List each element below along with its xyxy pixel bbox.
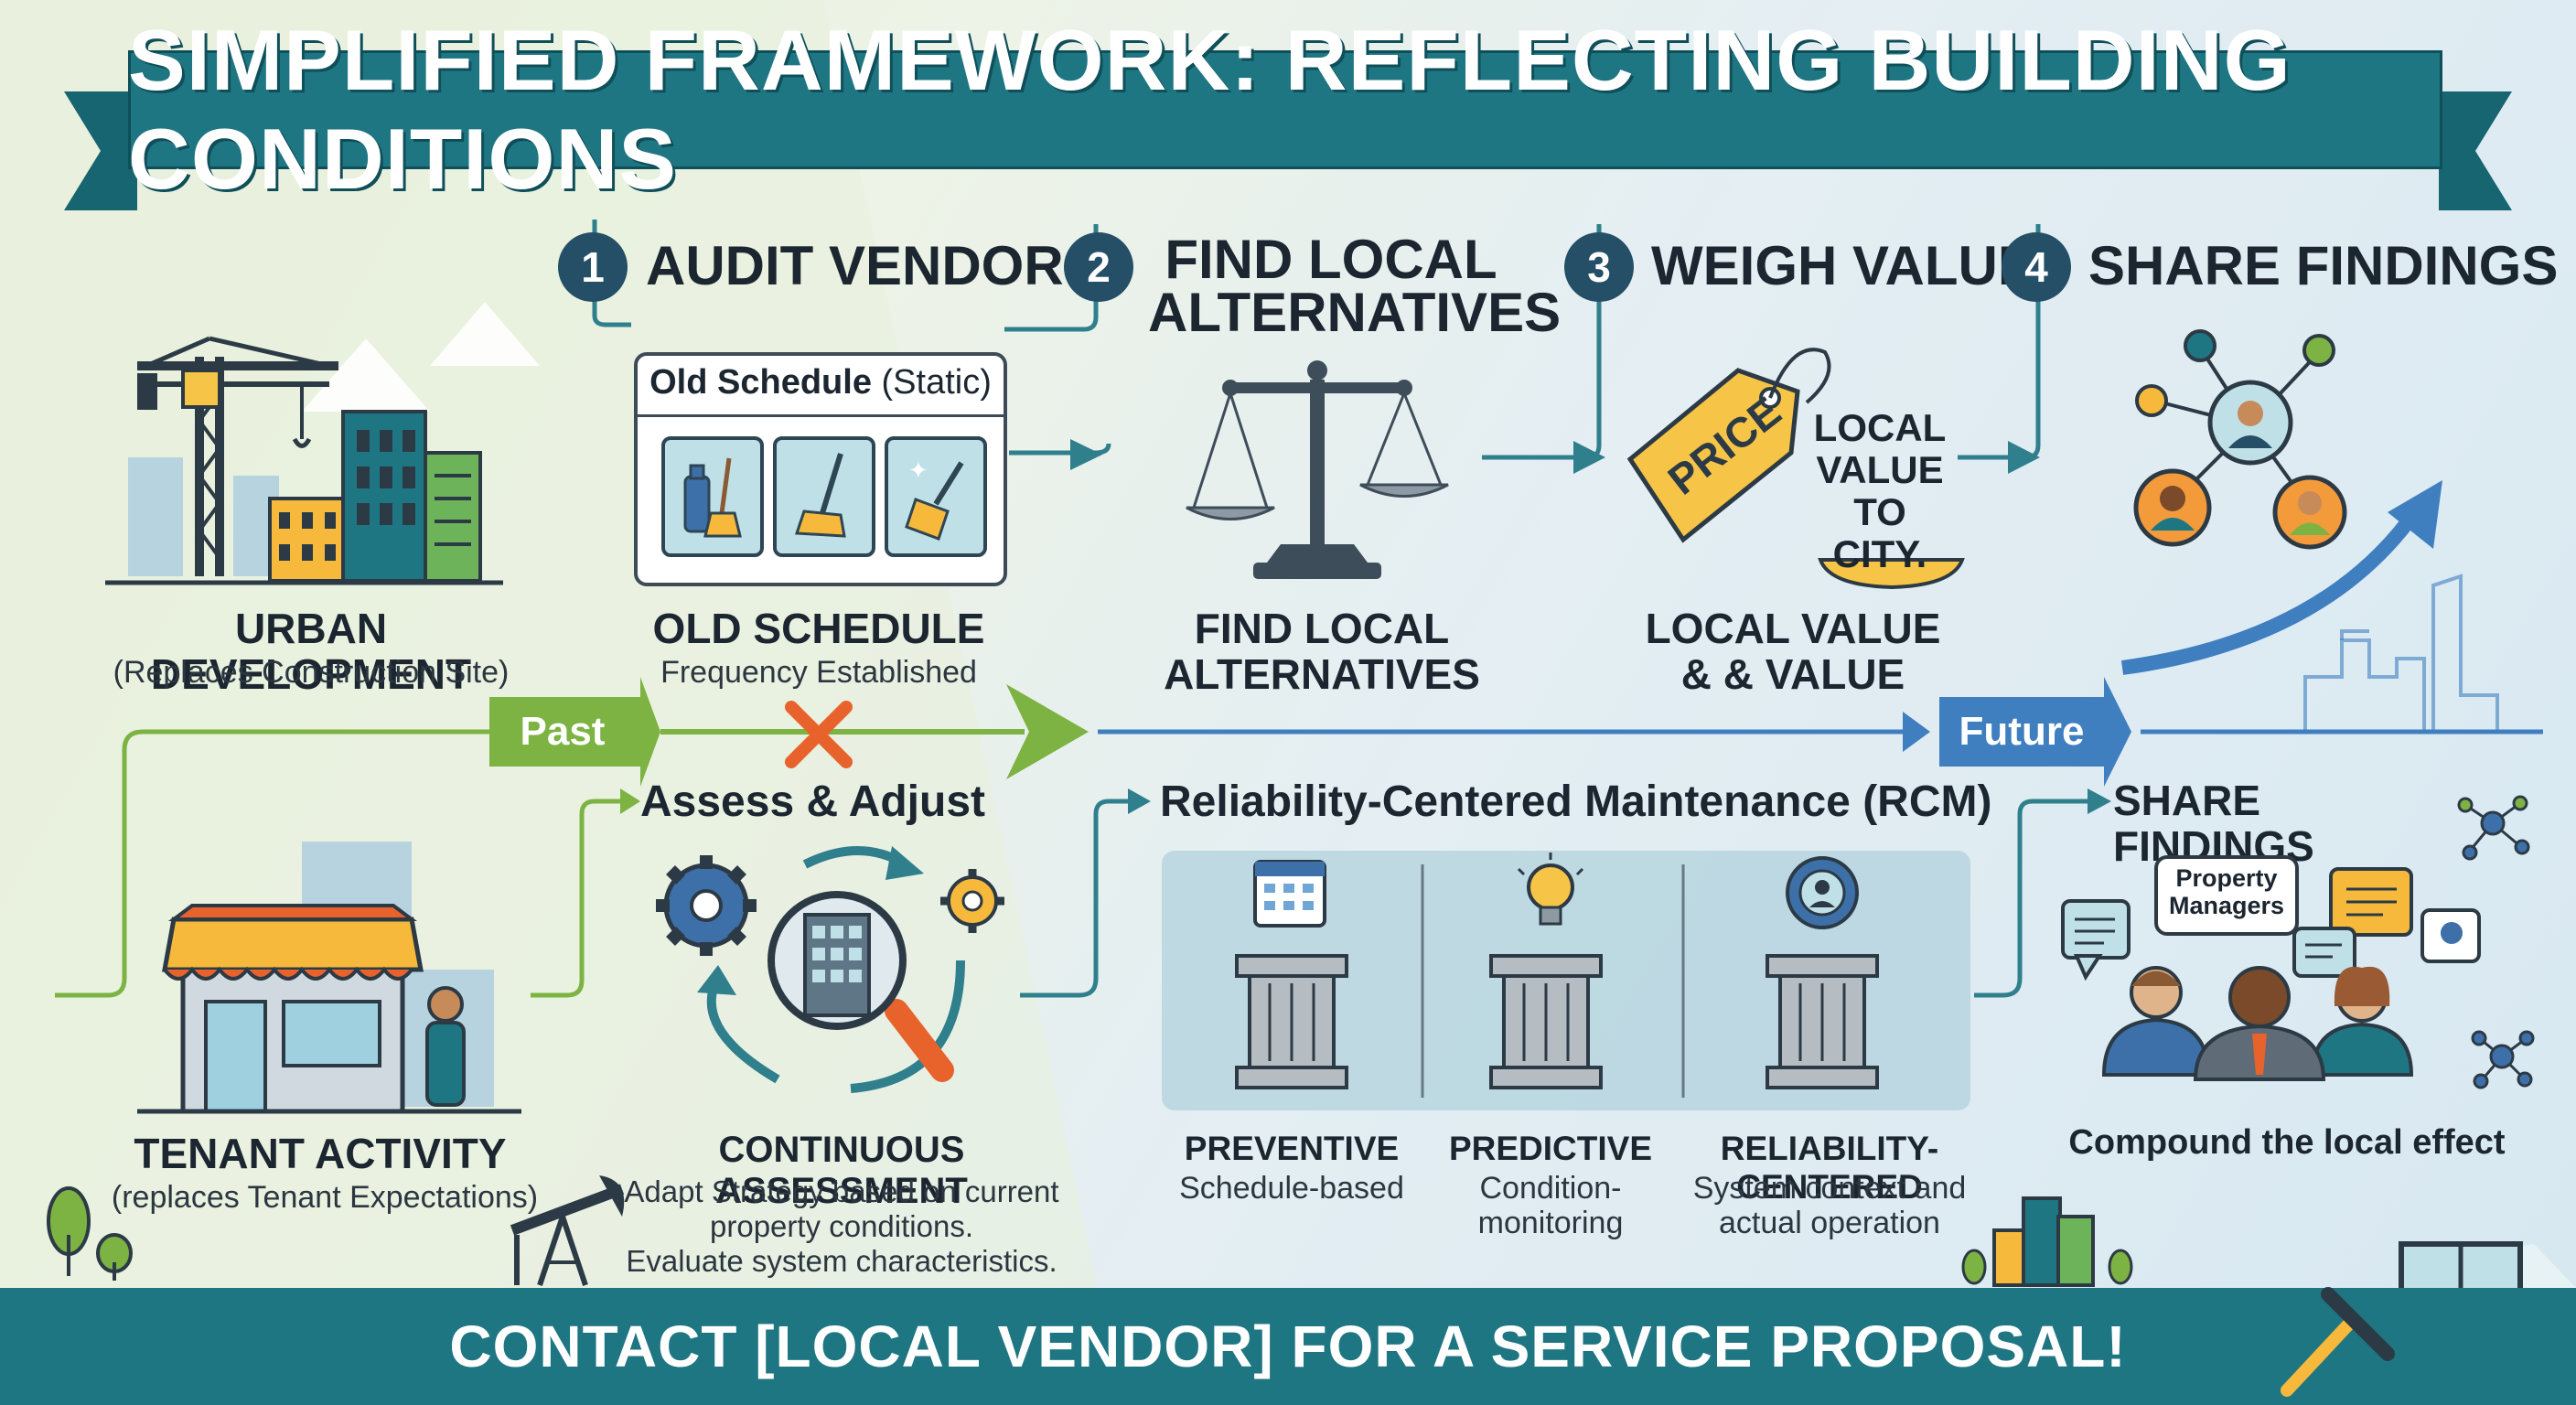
rcm-reliability-title: RELIABILITY-CENTERED	[1720, 1130, 1939, 1206]
step-2-badge: 2	[1064, 232, 1133, 302]
rcm-preventive-subtitle: Schedule-based	[1179, 1171, 1404, 1206]
sparkle-broom-icon: ✦	[885, 436, 987, 557]
page-title: SIMPLIFIED FRAMEWORK: REFLECTING BUILDIN…	[128, 12, 2292, 207]
rcm-reliability-sub1: System context and	[1692, 1171, 1967, 1206]
tree-icon	[47, 1186, 133, 1281]
rcm-pillars-graphic	[1235, 853, 1879, 1098]
find-local-line2: ALTERNATIVES	[1164, 650, 1480, 698]
rcm-reliability-sub2: actual operation	[1719, 1206, 1940, 1240]
city-buildings-icon	[1961, 1196, 2133, 1287]
step-1-title: AUDIT VENDORS	[646, 235, 1100, 296]
step-2-title-line1: FIND LOCAL	[1165, 229, 1497, 290]
find-local-label: FIND LOCAL ALTERNATIVES	[1116, 606, 1528, 697]
magnifier-building-icon	[767, 891, 954, 1082]
cta-bar	[0, 1288, 2576, 1405]
price-tag-icon	[1626, 348, 1965, 590]
compound-effect-caption: Compound the local effect	[2068, 1123, 2506, 1162]
local-value-tag-line2: VALUE	[1816, 448, 1944, 491]
find-local-line1: FIND LOCAL	[1194, 605, 1450, 652]
assess-caption-line2: property conditions.	[710, 1209, 973, 1243]
step-1-badge: 1	[558, 232, 628, 302]
squeegee-icon	[2281, 1287, 2395, 1397]
step-2-title-line2: ALTERNATIVES	[1148, 282, 1562, 343]
gear-person-icon	[1786, 856, 1859, 929]
node-network-icon	[2457, 795, 2535, 1089]
continuous-assessment-title: CONTINUOUS ASSESSMENT	[715, 1130, 968, 1211]
construction-crane-icon	[105, 336, 503, 585]
old-schedule-card-title-rest: (Static)	[871, 363, 992, 402]
step-3-badge: 3	[1564, 232, 1634, 302]
cta-text[interactable]: CONTACT [LOCAL VENDOR] FOR A SERVICE PRO…	[449, 1314, 2127, 1379]
old-schedule-card-title-bold: Old Schedule	[649, 363, 872, 402]
cleaning-spray-icon	[661, 436, 764, 557]
title-banner	[128, 50, 2442, 169]
rcm-reliability-subtitle: System context and actual operation	[1647, 1171, 2012, 1240]
bubble-line1: Property	[2175, 864, 2278, 892]
chat-bubble-icon	[2061, 867, 2481, 981]
urban-development-subtitle: (Replaces Construction Site)	[113, 655, 510, 690]
old-schedule-subtitle: Frequency Established	[660, 655, 977, 690]
cross-icon	[785, 701, 853, 768]
old-schedule-card: Old Schedule (Static) ✦	[634, 352, 1007, 586]
local-value-line1: LOCAL VALUE	[1645, 605, 1941, 652]
assess-adjust-title: Assess & Adjust	[640, 778, 986, 826]
rcm-predictive-title: PREDICTIVE	[1448, 1130, 1653, 1167]
assess-caption-line1: Adapt Strategy based on current	[624, 1174, 1059, 1208]
people-group-icon	[2101, 966, 2414, 1081]
rcm-predictive-subtitle: Condition- monitoring	[1413, 1171, 1688, 1240]
rcm-preventive-title: PREVENTIVE	[1184, 1130, 1400, 1167]
local-value-tag-line1: LOCAL	[1813, 406, 1947, 449]
tenant-activity-title: TENANT ACTIVITY	[134, 1130, 507, 1177]
small-gear-icon	[940, 869, 1004, 933]
step-3-title: WEIGH VALUE	[1651, 235, 2034, 296]
local-value-label: LOCAL VALUE & & VALUE	[1637, 606, 1948, 697]
urban-development-title: URBAN DEVELOPMENT	[150, 605, 472, 698]
step-4-title: SHARE FINDINGS	[2088, 235, 2559, 296]
old-schedule-card-title: Old Schedule (Static)	[638, 363, 1004, 402]
step-2-title: FIND LOCAL ALTERNATIVES	[1148, 229, 1562, 343]
calendar-icon	[1253, 860, 1326, 928]
old-schedule-title: OLD SCHEDULE	[652, 605, 985, 652]
broom-icon	[773, 436, 875, 557]
continuous-assessment-text: Adapt Strategy based on current property…	[595, 1174, 1089, 1279]
tenant-activity-subtitle: (replaces Tenant Expectations)	[111, 1180, 539, 1215]
property-managers-bubble: Property Managers	[2154, 855, 2299, 936]
rcm-predictive-sub1: Condition-	[1479, 1171, 1622, 1206]
local-value-tag-line3: TO CITY.	[1832, 490, 1927, 575]
bubble-line2: Managers	[2168, 892, 2285, 919]
pillar-icon	[1235, 954, 1879, 1089]
assess-caption-line3: Evaluate system characteristics.	[626, 1244, 1057, 1278]
network-people-icon	[2133, 329, 2347, 550]
pumpjack-icon	[510, 1175, 625, 1286]
local-value-line2: & & VALUE	[1680, 650, 1905, 698]
local-value-tag-text: LOCAL VALUE TO CITY.	[1807, 407, 1953, 575]
future-label: Future	[1959, 709, 2085, 754]
lightbulb-icon	[1517, 853, 1584, 926]
rcm-predictive-sub2: monitoring	[1477, 1206, 1624, 1240]
balance-scale-icon	[1186, 360, 1449, 579]
storefront-icon	[137, 842, 521, 1114]
step-4-badge: 4	[2002, 232, 2071, 302]
past-label: Past	[520, 709, 606, 754]
gear-icon	[656, 855, 757, 956]
svg-text:✦: ✦	[908, 457, 928, 485]
rcm-title: Reliability-Centered Maintenance (RCM)	[1160, 778, 1992, 826]
